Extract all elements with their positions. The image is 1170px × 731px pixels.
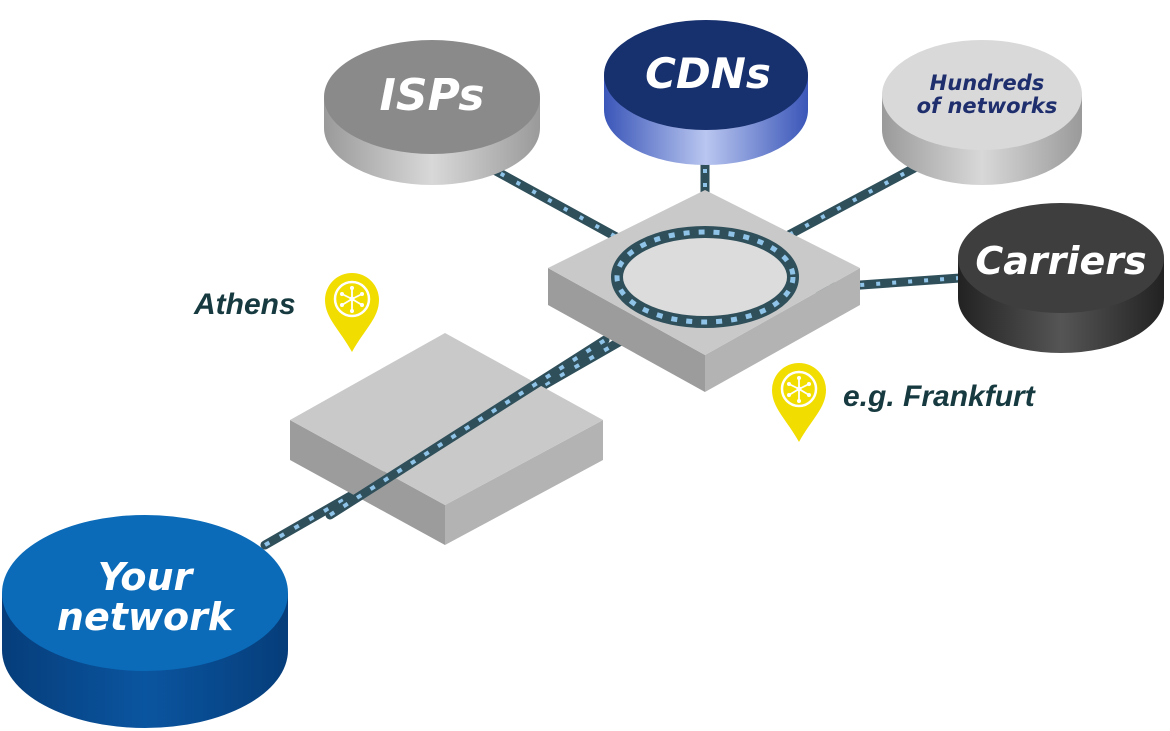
cdns-label: CDNs	[645, 49, 771, 98]
carriers-label: Carriers	[975, 239, 1146, 283]
frankfurt-platform	[548, 190, 860, 392]
athens-pin-icon	[325, 273, 379, 352]
frankfurt-label: e.g. Frankfurt	[843, 380, 1037, 413]
cable-hundreds	[765, 160, 925, 250]
frankfurt-pin-icon	[772, 363, 826, 442]
hundreds-label-line2: of networks	[917, 94, 1058, 118]
your-network-label-line2: network	[57, 595, 236, 639]
your-network-node: Your network	[2, 515, 288, 728]
isps-node: ISPs	[324, 40, 540, 185]
your-network-label-line1: Your	[98, 555, 195, 599]
hundreds-node: Hundreds of networks	[882, 40, 1082, 185]
cdns-node: CDNs	[604, 20, 808, 165]
athens-label: Athens	[193, 288, 296, 321]
athens-platform	[290, 333, 610, 545]
carriers-node: Carriers	[958, 203, 1164, 353]
isps-label: ISPs	[380, 70, 485, 121]
hundreds-label-line1: Hundreds	[930, 71, 1045, 95]
